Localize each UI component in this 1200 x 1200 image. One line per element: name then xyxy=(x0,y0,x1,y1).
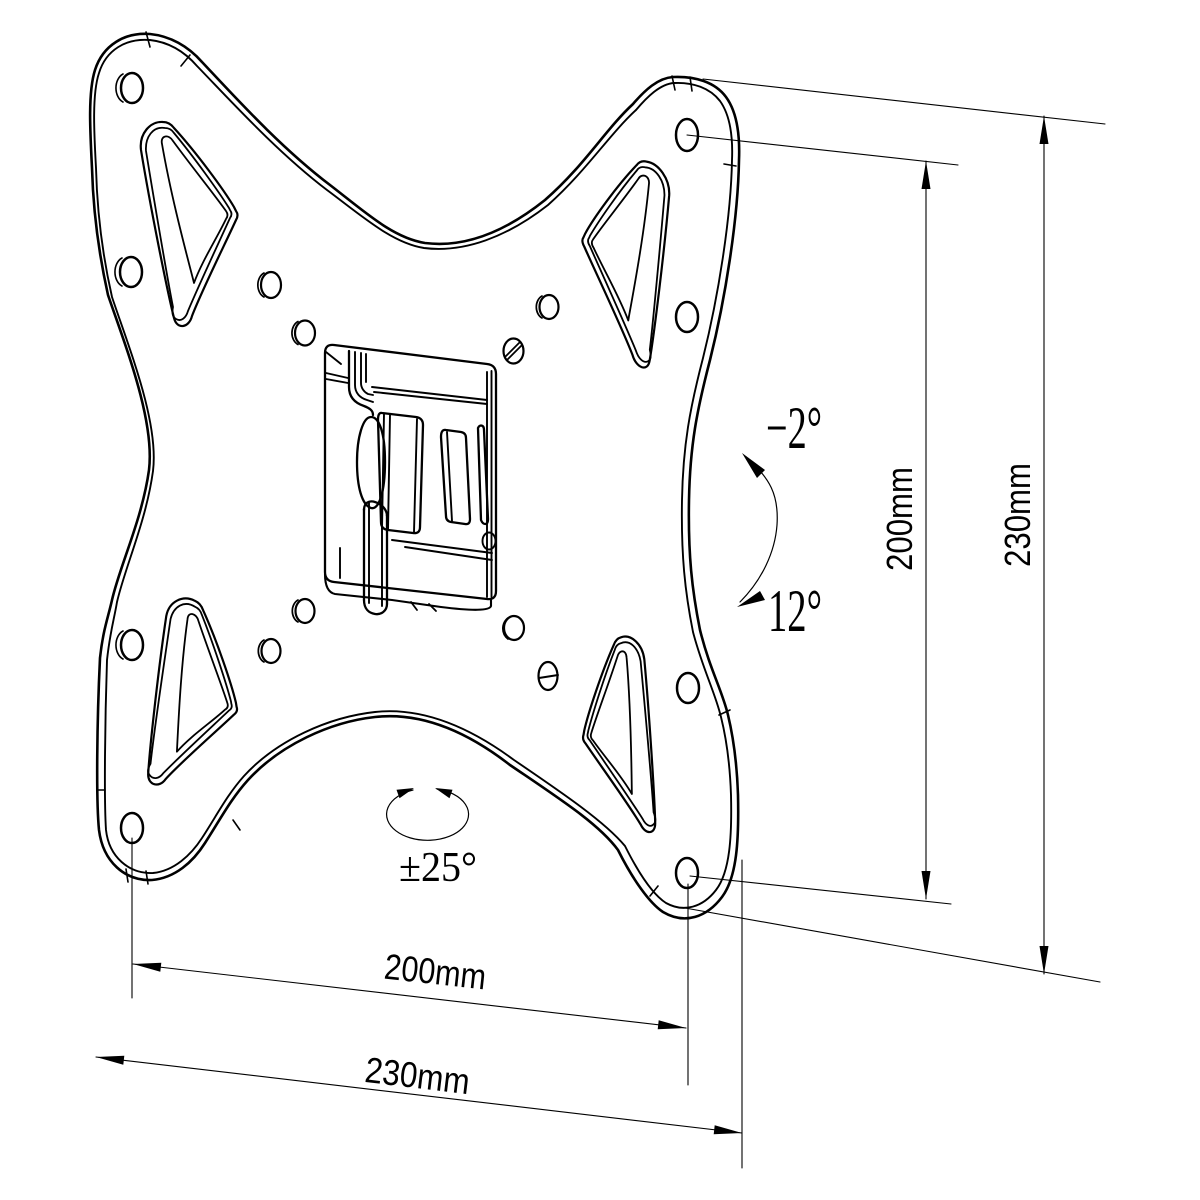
svg-text:230mm: 230mm xyxy=(363,1049,472,1102)
svg-text:230mm: 230mm xyxy=(997,463,1038,567)
svg-text:−2°: −2° xyxy=(766,395,822,461)
svg-text:200mm: 200mm xyxy=(382,946,488,998)
svg-text:±25°: ±25° xyxy=(399,845,477,891)
svg-text:200mm: 200mm xyxy=(879,467,920,571)
svg-text:12°: 12° xyxy=(768,578,822,644)
